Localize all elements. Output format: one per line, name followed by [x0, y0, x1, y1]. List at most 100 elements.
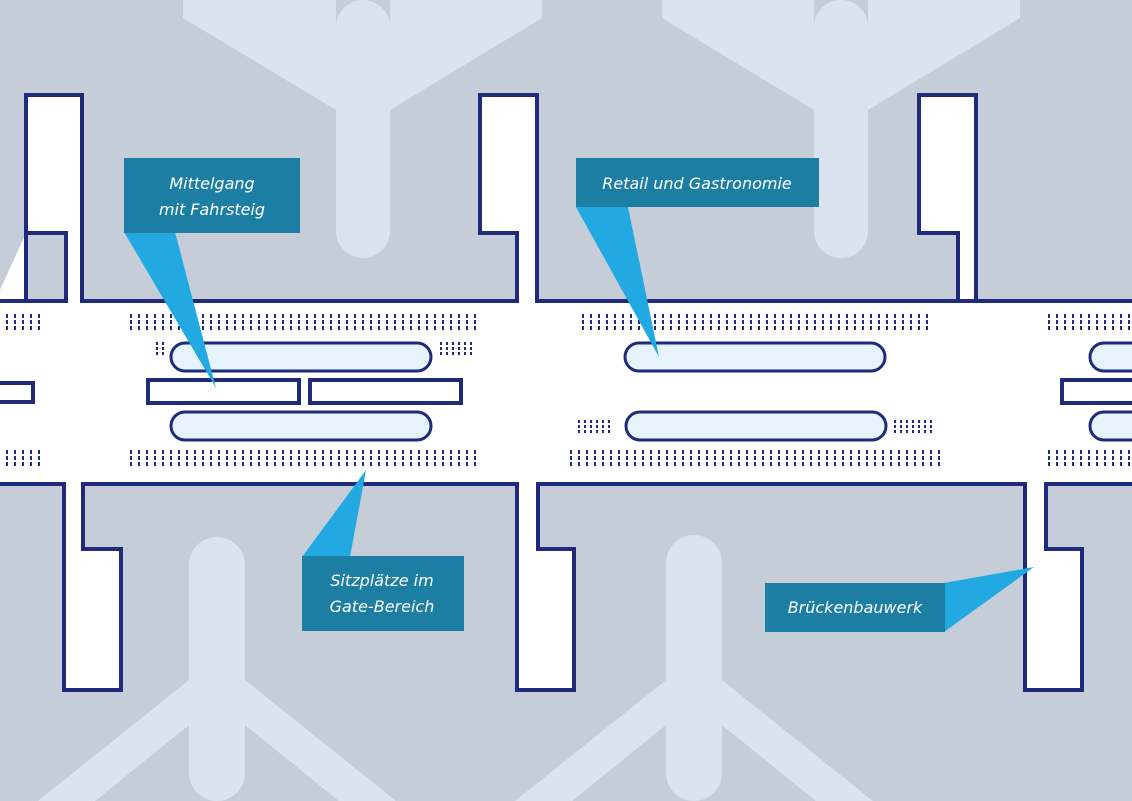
seat-mark [838, 320, 840, 324]
seat-mark [338, 450, 340, 454]
seat-mark [894, 314, 896, 318]
seat-mark [154, 314, 156, 318]
seat-mark [1048, 326, 1050, 330]
airplane-icon-bottom-2 [515, 535, 873, 801]
seat-mark [434, 314, 436, 318]
callout-box [302, 556, 464, 631]
seat-mark [466, 320, 468, 324]
seat-mark [426, 456, 428, 460]
seat-mark [242, 320, 244, 324]
seat-mark [750, 314, 752, 318]
seat-mark [734, 314, 736, 318]
seat-mark [930, 430, 932, 433]
seat-mark [1104, 456, 1106, 460]
seat-mark [394, 314, 396, 318]
seat-mark [330, 314, 332, 318]
seat-mark [766, 314, 768, 318]
seat-mark [446, 342, 448, 345]
seat-mark [450, 314, 452, 318]
seat-mark [662, 326, 664, 330]
seat-mark [250, 326, 252, 330]
seat-mark [714, 462, 716, 466]
seat-mark [698, 450, 700, 454]
seat-mark [202, 320, 204, 324]
seat-mark [210, 320, 212, 324]
seat-mark [642, 456, 644, 460]
seat-mark [810, 450, 812, 454]
seat-mark [1112, 450, 1114, 454]
seat-mark [242, 456, 244, 460]
seat-mark [1088, 450, 1090, 454]
seat-mark [1112, 456, 1114, 460]
seat-mark [410, 314, 412, 318]
callout-label-line2: mit Fahrsteig [159, 200, 265, 219]
seat-mark [846, 320, 848, 324]
seat-mark [854, 314, 856, 318]
seat-mark [30, 456, 32, 460]
seat-mark [450, 450, 452, 454]
seat-mark [842, 450, 844, 454]
seat-mark [842, 456, 844, 460]
seat-mark [898, 450, 900, 454]
callout-pointer [302, 470, 366, 557]
seat-mark [806, 320, 808, 324]
seat-mark [354, 456, 356, 460]
seat-mark [402, 450, 404, 454]
seat-mark [596, 420, 598, 423]
seat-mark [474, 450, 476, 454]
seat-mark [1104, 326, 1106, 330]
seat-mark [910, 320, 912, 324]
seat-mark [354, 314, 356, 318]
seat-mark [250, 314, 252, 318]
seat-mark [1096, 320, 1098, 324]
seat-mark [370, 314, 372, 318]
seat-mark [782, 320, 784, 324]
seat-mark [670, 314, 672, 318]
seat-mark [474, 456, 476, 460]
seat-mark [162, 326, 164, 330]
seat-mark [362, 314, 364, 318]
seat-mark [886, 320, 888, 324]
callout-bruecke: Brückenbauwerk [765, 567, 1034, 632]
seat-mark [1072, 326, 1074, 330]
seat-mark [1112, 320, 1114, 324]
seat-mark [1128, 326, 1130, 330]
seat-mark [910, 326, 912, 330]
seat-mark [298, 456, 300, 460]
seat-mark [370, 462, 372, 466]
seat-mark [354, 320, 356, 324]
seat-mark [894, 425, 896, 428]
seat-mark [170, 326, 172, 330]
seat-mark [630, 314, 632, 318]
seat-mark [762, 456, 764, 460]
seat-mark [918, 314, 920, 318]
seat-mark [924, 420, 926, 423]
seat-mark [130, 450, 132, 454]
seat-mark [14, 450, 16, 454]
seat-mark [1056, 326, 1058, 330]
seat-mark [1096, 326, 1098, 330]
seat-mark [464, 342, 466, 345]
seat-mark [702, 320, 704, 324]
seat-mark [386, 450, 388, 454]
seat-mark [322, 462, 324, 466]
seat-mark [464, 352, 466, 355]
seat-mark [770, 462, 772, 466]
seat-mark [130, 462, 132, 466]
seat-mark [234, 462, 236, 466]
seat-mark [584, 430, 586, 433]
seat-mark [242, 462, 244, 466]
seat-mark [900, 430, 902, 433]
seat-mark [590, 430, 592, 433]
seat-mark [806, 314, 808, 318]
seat-mark [218, 456, 220, 460]
seat-mark [912, 430, 914, 433]
seat-mark [906, 420, 908, 423]
seat-mark [1056, 462, 1058, 466]
seat-mark [258, 462, 260, 466]
seat-mark [596, 425, 598, 428]
seat-mark [626, 450, 628, 454]
seat-mark [386, 326, 388, 330]
seat-mark [410, 456, 412, 460]
seat-mark [902, 320, 904, 324]
